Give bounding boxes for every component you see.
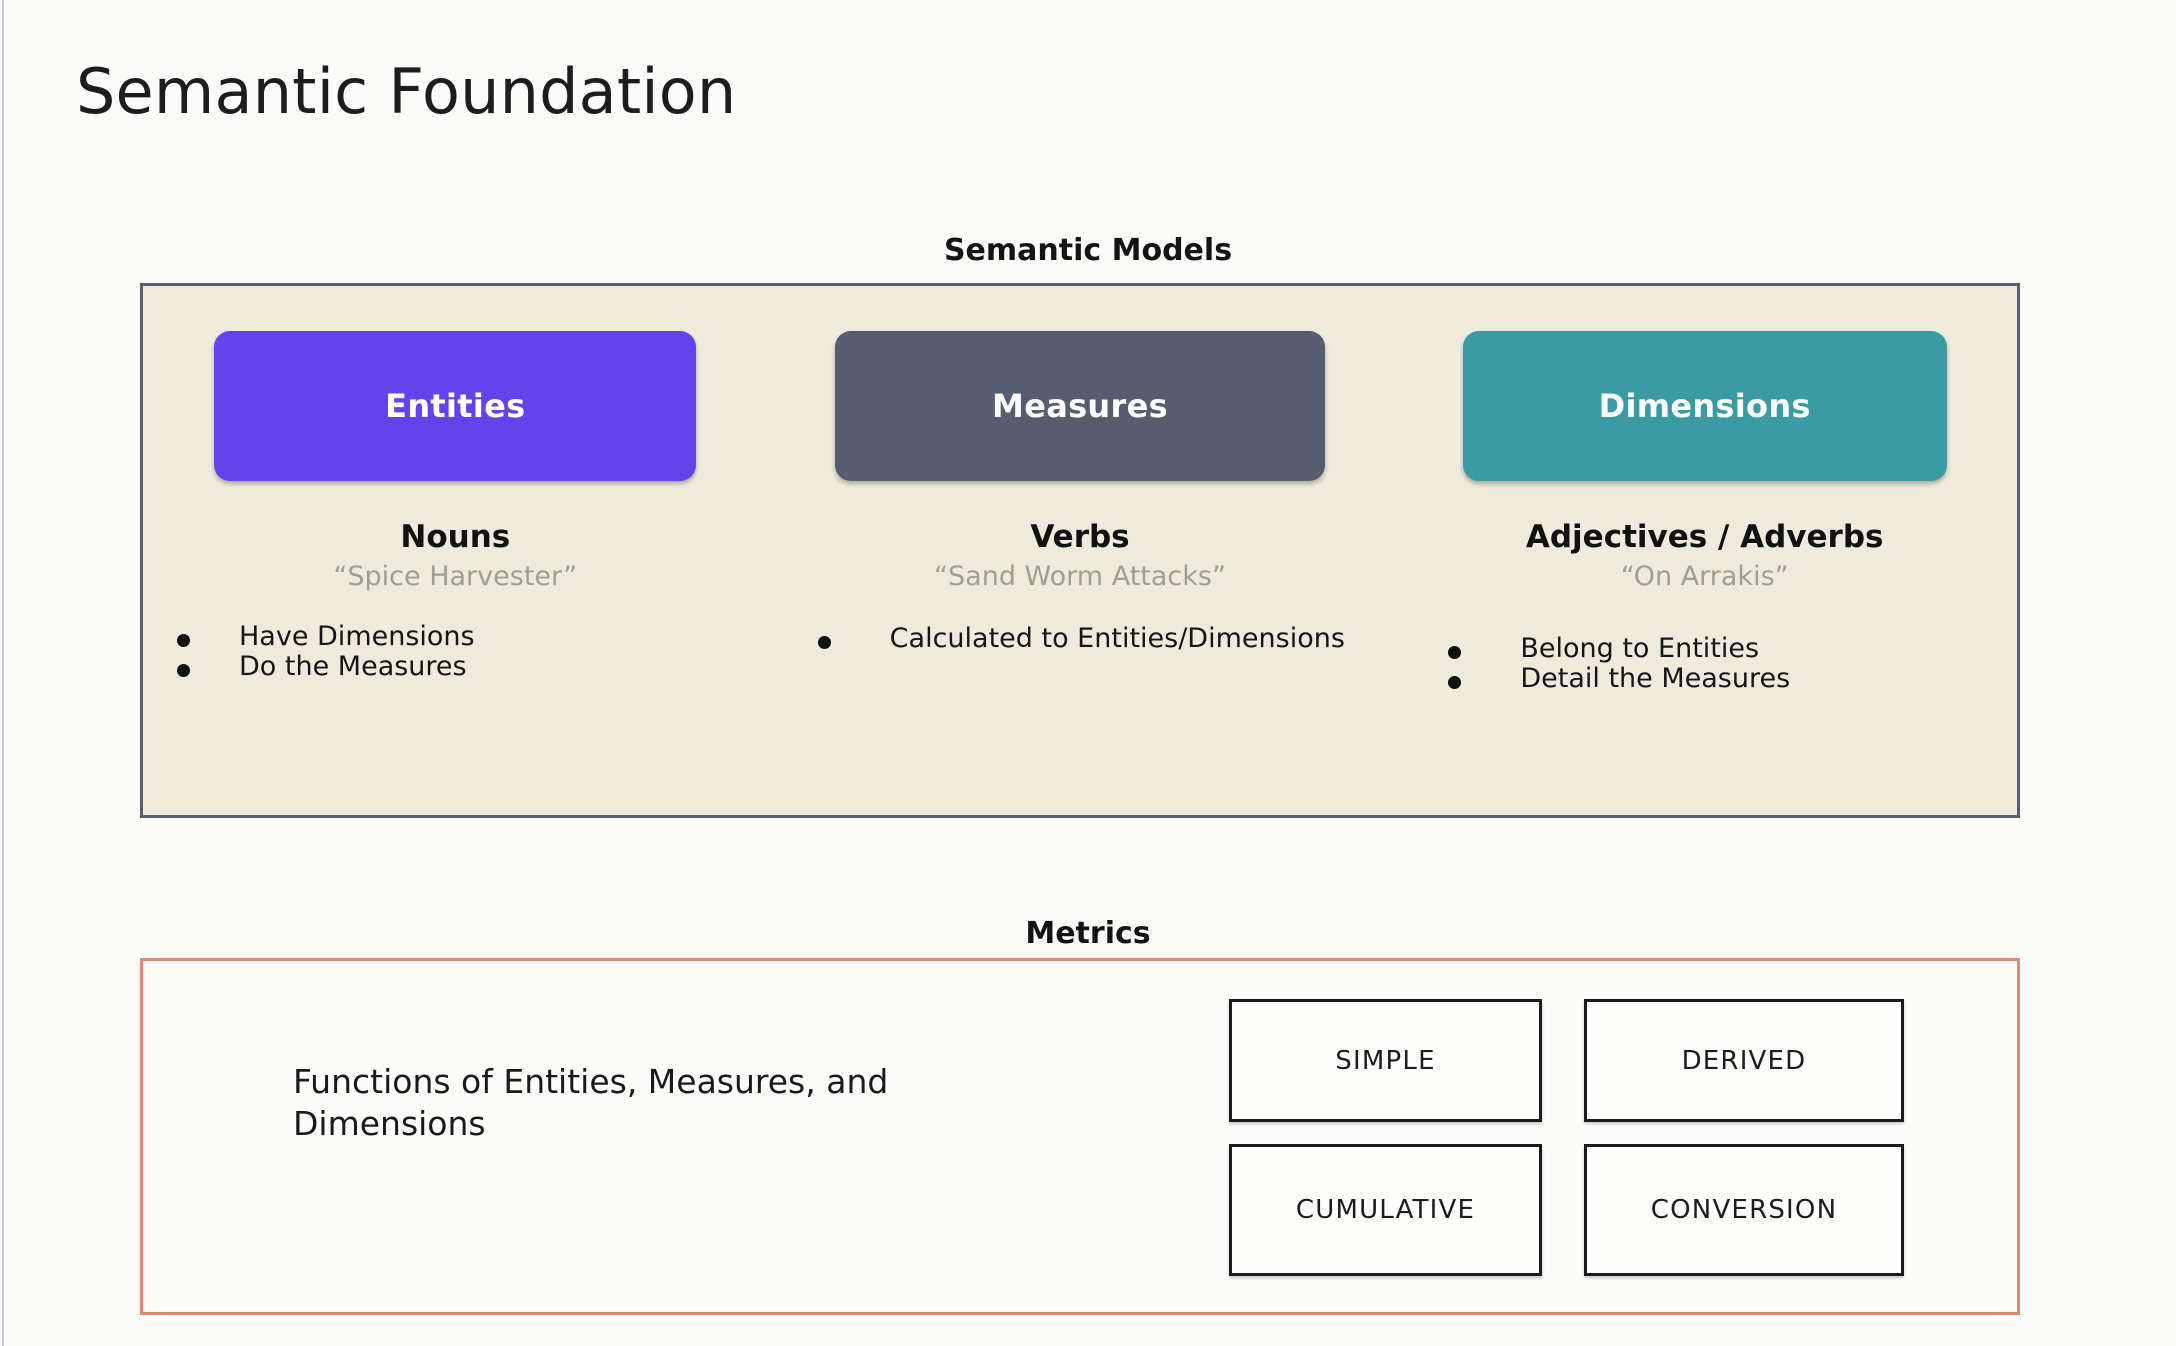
measures-pill[interactable]: Measures bbox=[835, 331, 1325, 481]
list-item: Do the Measures bbox=[177, 651, 768, 683]
measures-part-of-speech: Verbs bbox=[1030, 519, 1130, 555]
list-item-label: Do the Measures bbox=[239, 651, 467, 683]
entities-bullet-list: Have Dimensions Do the Measures bbox=[143, 621, 768, 683]
list-item: Have Dimensions bbox=[177, 621, 768, 652]
list-item: Calculated to Entities/Dimensions bbox=[817, 623, 1393, 654]
column-measures: Measures Verbs “Sand Worm Attacks” Calcu… bbox=[768, 286, 1393, 815]
metric-type-simple[interactable]: SIMPLE bbox=[1229, 999, 1542, 1122]
column-entities: Entities Nouns “Spice Harvester” Have Di… bbox=[143, 286, 768, 815]
dimensions-example: “On Arrakis” bbox=[1620, 561, 1789, 592]
entities-part-of-speech: Nouns bbox=[400, 519, 511, 555]
semantic-models-heading: Semantic Models bbox=[943, 233, 1233, 268]
list-item-label: Belong to Entities bbox=[1520, 633, 1760, 664]
page-title: Semantic Foundation bbox=[76, 55, 737, 128]
left-edge-rule bbox=[2, 0, 4, 1346]
entities-example: “Spice Harvester” bbox=[333, 561, 578, 592]
column-dimensions: Dimensions Adjectives / Adverbs “On Arra… bbox=[1392, 286, 2017, 815]
dimensions-part-of-speech: Adjectives / Adverbs bbox=[1525, 519, 1884, 555]
metric-type-grid: SIMPLE DERIVED CUMULATIVE CONVERSION bbox=[1229, 999, 1904, 1276]
metric-type-cumulative[interactable]: CUMULATIVE bbox=[1229, 1144, 1542, 1276]
bullet-dot-icon bbox=[177, 634, 190, 648]
metrics-panel: Functions of Entities, Measures, and Dim… bbox=[140, 958, 2020, 1315]
bullet-dot-icon bbox=[817, 636, 831, 650]
bullet-dot-icon bbox=[177, 664, 190, 678]
metric-type-conversion[interactable]: CONVERSION bbox=[1584, 1144, 1904, 1276]
dimensions-pill[interactable]: Dimensions bbox=[1462, 331, 1947, 481]
metric-type-derived[interactable]: DERIVED bbox=[1584, 999, 1904, 1122]
list-item-label: Calculated to Entities/Dimensions bbox=[889, 623, 1345, 654]
measures-example: “Sand Worm Attacks” bbox=[934, 561, 1226, 592]
semantic-models-panel: Entities Nouns “Spice Harvester” Have Di… bbox=[140, 283, 2020, 818]
list-item: Belong to Entities bbox=[1448, 633, 2017, 664]
metrics-description: Functions of Entities, Measures, and Dim… bbox=[293, 1062, 889, 1144]
list-item-label: Detail the Measures bbox=[1520, 663, 1791, 695]
bullet-dot-icon bbox=[1448, 676, 1462, 690]
bullet-dot-icon bbox=[1448, 646, 1462, 660]
metrics-heading: Metrics bbox=[1025, 916, 1151, 951]
dimensions-bullet-list: Belong to Entities Detail the Measures bbox=[1392, 633, 2017, 695]
entities-pill[interactable]: Entities bbox=[214, 331, 697, 481]
list-item-label: Have Dimensions bbox=[239, 621, 475, 652]
semantic-models-columns: Entities Nouns “Spice Harvester” Have Di… bbox=[143, 286, 2017, 815]
list-item: Detail the Measures bbox=[1448, 663, 2017, 695]
measures-bullet-list: Calculated to Entities/Dimensions bbox=[768, 623, 1393, 654]
